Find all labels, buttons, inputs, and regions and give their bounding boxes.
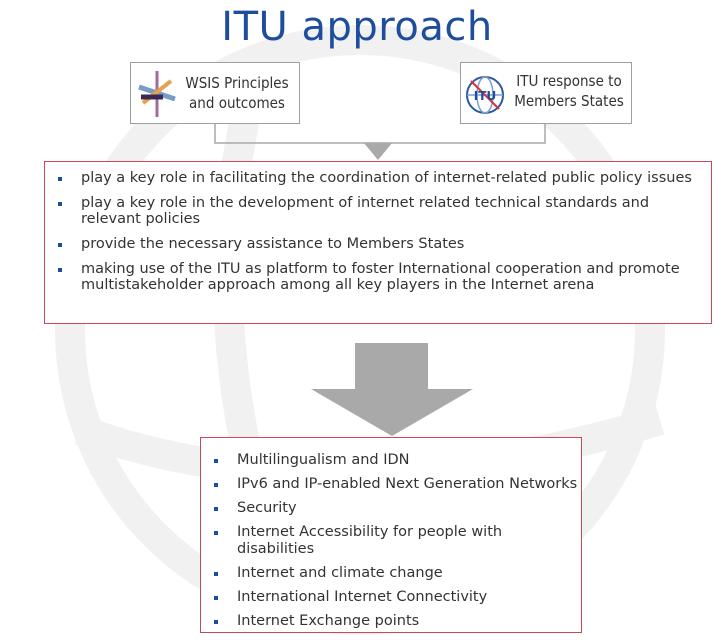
wsis-label: WSIS Principles and outcomes — [185, 74, 289, 112]
list-item: making use of the ITU as platform to fos… — [45, 261, 705, 293]
list-item: IPv6 and IP-enabled Next Generation Netw… — [201, 476, 581, 493]
list-item: International Internet Connectivity — [201, 589, 581, 606]
list-item: Internet Exchange points — [201, 613, 581, 630]
wsis-logo-icon — [138, 71, 176, 117]
list-item: Internet and climate change — [201, 565, 581, 582]
svg-text:ITU: ITU — [474, 89, 496, 103]
list-item: provide the necessary assistance to Memb… — [45, 236, 705, 252]
topics-box: Multilingualism and IDN IPv6 and IP-enab… — [200, 437, 582, 633]
list-item: Multilingualism and IDN — [201, 452, 581, 469]
roles-list: play a key role in facilitating the coor… — [45, 170, 705, 302]
list-item: play a key role in the development of in… — [45, 195, 705, 227]
itu-logo-icon: ITU — [466, 76, 504, 114]
itu-response-box: ITU ITU response to Members States — [460, 62, 632, 124]
list-item: play a key role in facilitating the coor… — [45, 170, 705, 186]
topics-list: Multilingualism and IDN IPv6 and IP-enab… — [201, 452, 581, 637]
page-title: ITU approach — [221, 4, 493, 50]
list-item: Internet Accessibility for people with d… — [201, 524, 581, 558]
itu-response-label: ITU response to Members States — [514, 72, 624, 110]
roles-box: play a key role in facilitating the coor… — [44, 161, 712, 324]
down-arrow-icon — [311, 343, 473, 436]
list-item: Security — [201, 500, 581, 517]
wsis-principles-box: WSIS Principles and outcomes — [130, 62, 300, 124]
